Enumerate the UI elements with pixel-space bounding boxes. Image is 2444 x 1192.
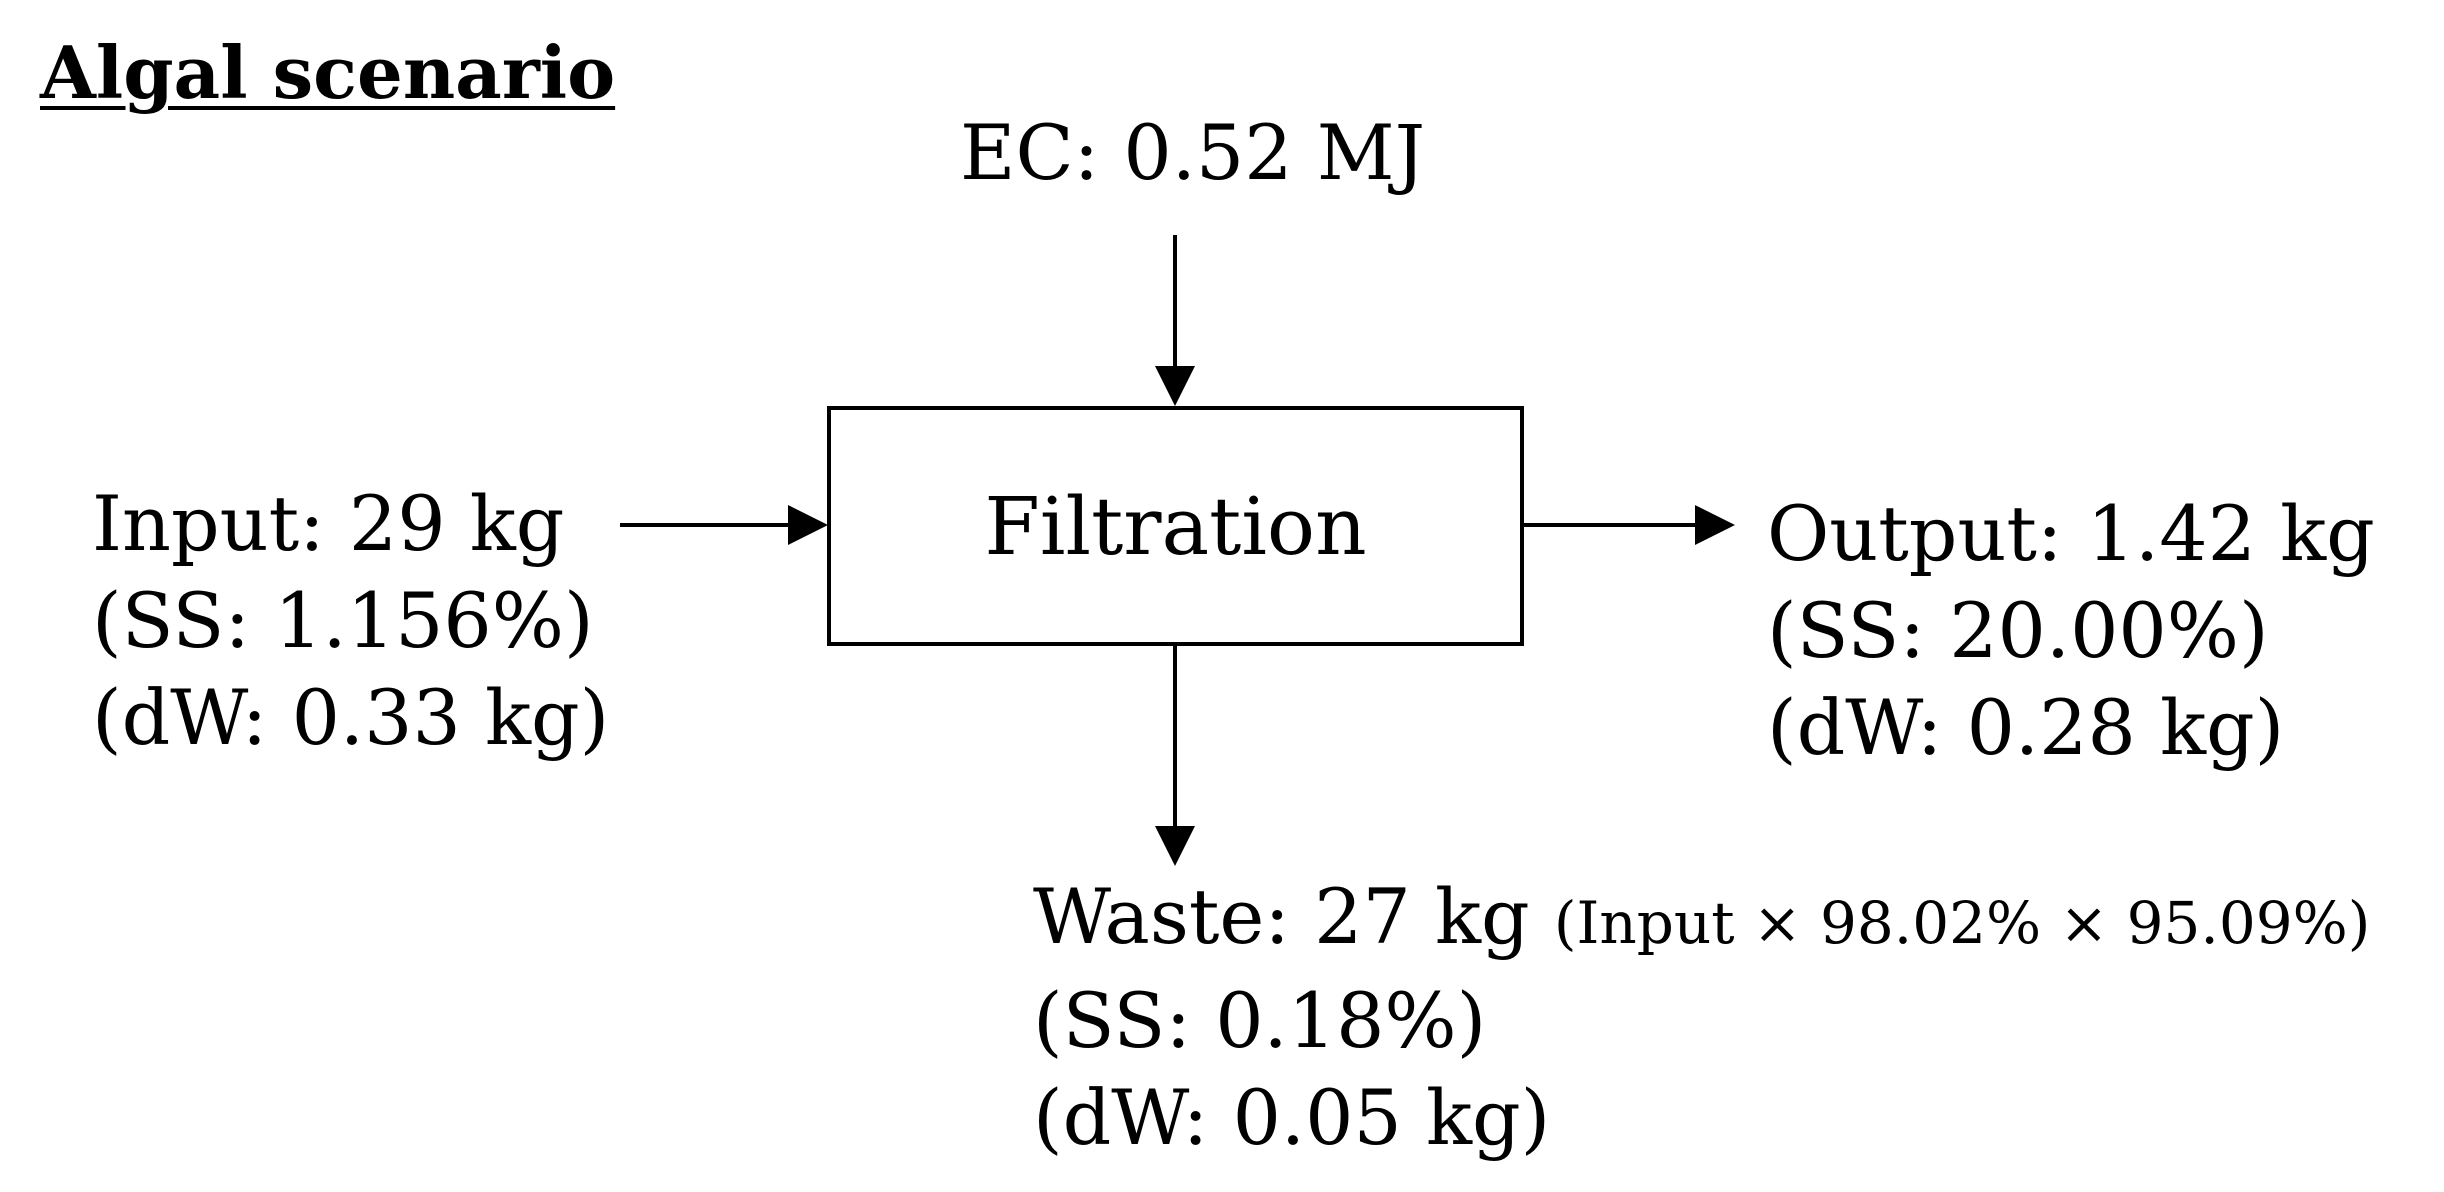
energy-arrow [1155,235,1195,406]
input-arrow [620,505,828,545]
output-arrow [1524,505,1735,545]
energy-consumption-label: EC: 0.52 MJ [960,108,1426,197]
process-label: Filtration [984,479,1367,573]
waste-solids-share: (SS: 0.18%) [1033,976,1487,1065]
waste-arrow [1155,646,1195,866]
output-mass: Output: 1.42 kg [1767,489,2375,578]
input-stream-label: Input: 29 kg (SS: 1.156%) (dW: 0.33 kg) [92,475,609,766]
waste-formula: (Input × 98.02% × 95.09%) [1553,889,2371,957]
input-mass: Input: 29 kg [92,479,565,568]
waste-mass-line: Waste: 27 kg (Input × 98.02% × 95.09%) [1033,868,2370,972]
waste-dry-weight: (dW: 0.05 kg) [1033,1073,1551,1162]
filtration-process-box: Filtration [827,406,1524,646]
input-dry-weight: (dW: 0.33 kg) [92,673,610,762]
waste-mass: Waste: 27 kg [1033,872,1530,961]
waste-stream-label: Waste: 27 kg (Input × 98.02% × 95.09%) (… [1033,868,2370,1166]
output-dry-weight: (dW: 0.28 kg) [1767,683,2285,772]
output-solids-share: (SS: 20.00%) [1767,586,2269,675]
output-stream-label: Output: 1.42 kg (SS: 20.00%) (dW: 0.28 k… [1767,485,2375,776]
diagram-title: Algal scenario [40,30,616,115]
input-solids-share: (SS: 1.156%) [92,576,594,665]
